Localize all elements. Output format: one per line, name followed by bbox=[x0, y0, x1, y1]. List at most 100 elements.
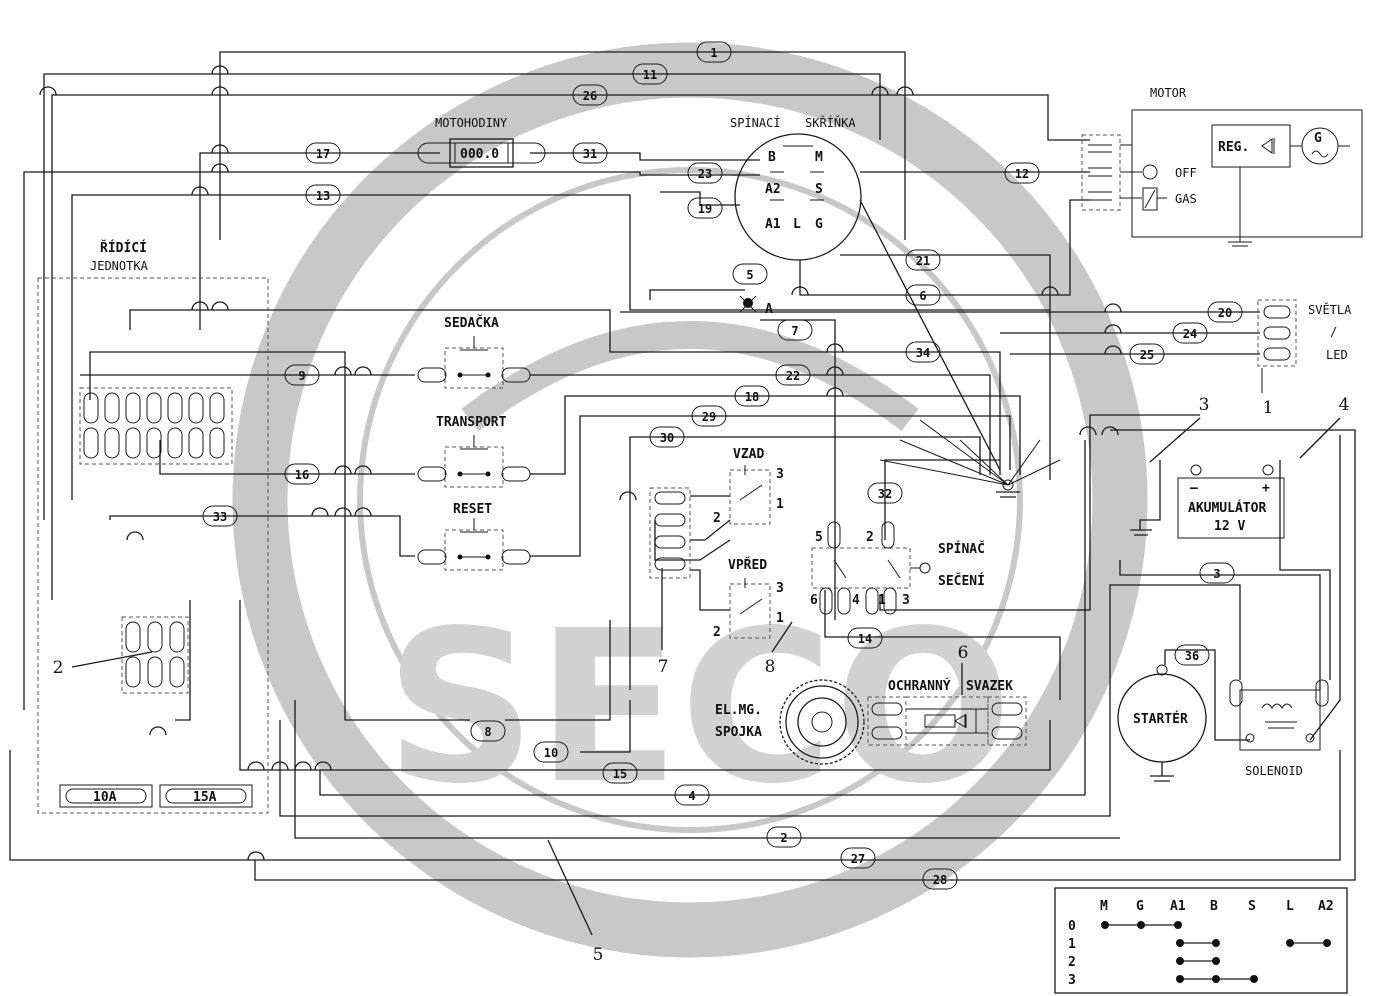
svg-text:3: 3 bbox=[1068, 973, 1076, 988]
callout-6: 6 bbox=[958, 643, 969, 663]
wire-tag-26: 26 bbox=[572, 84, 608, 106]
wire-tag-12: 12 bbox=[1004, 162, 1040, 184]
svg-text:25: 25 bbox=[1140, 348, 1154, 362]
hour-meter-display: 000.0 bbox=[460, 147, 499, 162]
svg-text:EL.MG.: EL.MG. bbox=[715, 703, 762, 718]
callout-4: 4 bbox=[1339, 395, 1350, 415]
svg-text:SPÍNAČ: SPÍNAČ bbox=[938, 541, 985, 557]
mowing-switch: 5 2 6 4 1 3 SPÍNAČ SEČENÍ bbox=[810, 521, 985, 615]
wire-tag-32: 32 bbox=[867, 482, 903, 504]
svg-text:16: 16 bbox=[295, 468, 309, 482]
svg-text:A2: A2 bbox=[1318, 899, 1334, 914]
forward-switch: VPŘED 3 1 2 bbox=[713, 557, 784, 640]
callout-5: 5 bbox=[593, 945, 604, 965]
control-unit: ŘÍDÍCÍ JEDNOTKA 10A 15A bbox=[37, 240, 269, 814]
svg-text:MOTOHODINY: MOTOHODINY bbox=[435, 116, 508, 130]
callouts: 1 2 3 4 5 6 7 8 bbox=[53, 368, 1350, 965]
svg-text:L: L bbox=[1286, 899, 1294, 914]
svg-text:15: 15 bbox=[613, 767, 627, 781]
wire-tag-20: 20 bbox=[1207, 301, 1243, 323]
svg-text:23: 23 bbox=[698, 167, 712, 181]
wire-tag-31: 31 bbox=[572, 142, 608, 164]
wire-tag-29: 29 bbox=[691, 405, 727, 427]
svg-text:8: 8 bbox=[484, 725, 491, 739]
regulator-label: REG. bbox=[1218, 140, 1249, 155]
svg-text:A1: A1 bbox=[1170, 899, 1186, 914]
switch-truth-table: M G A1 B S L A2 0 1 2 3 bbox=[1054, 887, 1348, 994]
svg-text:STARTÉR: STARTÉR bbox=[1133, 711, 1188, 727]
wire-tag-27: 27 bbox=[840, 847, 876, 869]
svg-text:SOLENOID: SOLENOID bbox=[1245, 764, 1303, 778]
svg-text:28: 28 bbox=[933, 873, 947, 887]
svg-text:SEDAČKA: SEDAČKA bbox=[444, 315, 499, 331]
watermark-text: SECO bbox=[385, 585, 1012, 830]
wire-tag-23: 23 bbox=[687, 162, 723, 184]
wire-tag-10: 10 bbox=[533, 741, 569, 763]
svg-text:6: 6 bbox=[919, 289, 926, 303]
solenoid: SOLENOID bbox=[1229, 679, 1329, 778]
svg-text:17: 17 bbox=[316, 147, 330, 161]
control-unit-connector bbox=[83, 392, 225, 459]
svg-text:19: 19 bbox=[698, 202, 712, 216]
svg-text:A2: A2 bbox=[765, 182, 781, 197]
wire-tag-2: 2 bbox=[766, 826, 802, 848]
svg-text:G: G bbox=[1136, 899, 1144, 914]
wire-tag-4: 4 bbox=[674, 784, 710, 806]
svg-text:4: 4 bbox=[688, 789, 695, 803]
wire-tag-13: 13 bbox=[305, 184, 341, 206]
wire-tag-22: 22 bbox=[775, 364, 811, 386]
svg-text:3: 3 bbox=[902, 593, 910, 608]
wire-tag-19: 19 bbox=[687, 197, 723, 219]
svg-text:G: G bbox=[815, 217, 823, 232]
svg-text:SPÍNACÍ: SPÍNACÍ bbox=[730, 115, 781, 130]
wire-tag-17: 17 bbox=[305, 142, 341, 164]
callout-1: 1 bbox=[1263, 398, 1274, 418]
svg-text:15A: 15A bbox=[193, 790, 217, 805]
svg-text:6: 6 bbox=[810, 593, 818, 608]
svg-text:22: 22 bbox=[786, 369, 800, 383]
hour-meter: MOTOHODINY 000.0 bbox=[417, 116, 546, 168]
svg-text:ŘÍDÍCÍ: ŘÍDÍCÍ bbox=[100, 240, 147, 256]
svg-text:OCHRANNÝ: OCHRANNÝ bbox=[888, 678, 951, 694]
svg-text:JEDNOTKA: JEDNOTKA bbox=[90, 259, 149, 273]
svg-text:L: L bbox=[793, 217, 801, 232]
transport-switch: TRANSPORT bbox=[417, 415, 531, 488]
wire-crossings bbox=[39, 65, 1122, 861]
wire-tag-9: 9 bbox=[284, 364, 320, 386]
wire-tag-36: 36 bbox=[1174, 644, 1210, 666]
battery: – + AKUMULÁTOR 12 V bbox=[1130, 464, 1285, 539]
svg-text:SPOJKA: SPOJKA bbox=[715, 725, 762, 740]
watermark: SECO bbox=[232, 42, 1148, 958]
svg-text:LED: LED bbox=[1326, 348, 1348, 362]
wire-tag-15: 15 bbox=[602, 762, 638, 784]
svg-text:29: 29 bbox=[702, 410, 716, 424]
svg-text:1: 1 bbox=[878, 593, 886, 608]
svg-text:1: 1 bbox=[1068, 937, 1076, 952]
wire-tag-16: 16 bbox=[284, 463, 320, 485]
fuse-10a: 10A bbox=[59, 784, 153, 808]
electromagnetic-clutch: EL.MG. SPOJKA bbox=[715, 679, 865, 765]
wire-tag-6: 6 bbox=[905, 284, 941, 306]
svg-text:OFF: OFF bbox=[1175, 166, 1197, 180]
svg-text:36: 36 bbox=[1185, 649, 1199, 663]
svg-text:33: 33 bbox=[213, 510, 227, 524]
wire-tag-30: 30 bbox=[649, 426, 685, 448]
svg-text:M: M bbox=[815, 150, 823, 165]
svg-text:SKŘÍŇKA: SKŘÍŇKA bbox=[805, 115, 856, 130]
svg-text:2: 2 bbox=[713, 511, 721, 526]
svg-text:11: 11 bbox=[643, 68, 657, 82]
svg-text:VPŘED: VPŘED bbox=[728, 557, 767, 573]
svg-text:31: 31 bbox=[583, 147, 597, 161]
svg-text:VZAD: VZAD bbox=[733, 447, 764, 462]
protective-harness: OCHRANNÝ SVAZEK bbox=[867, 678, 1027, 746]
svg-text:TRANSPORT: TRANSPORT bbox=[436, 415, 507, 430]
svg-text:GAS: GAS bbox=[1175, 192, 1197, 206]
wire-tag-7: 7 bbox=[777, 319, 813, 341]
svg-text:13: 13 bbox=[316, 189, 330, 203]
svg-text:A: A bbox=[765, 302, 773, 317]
reverse-switch: VZAD 3 1 2 bbox=[713, 447, 784, 526]
wire-tag-14: 14 bbox=[847, 627, 883, 649]
off-terminal bbox=[1142, 164, 1158, 180]
svg-text:3: 3 bbox=[776, 467, 784, 482]
